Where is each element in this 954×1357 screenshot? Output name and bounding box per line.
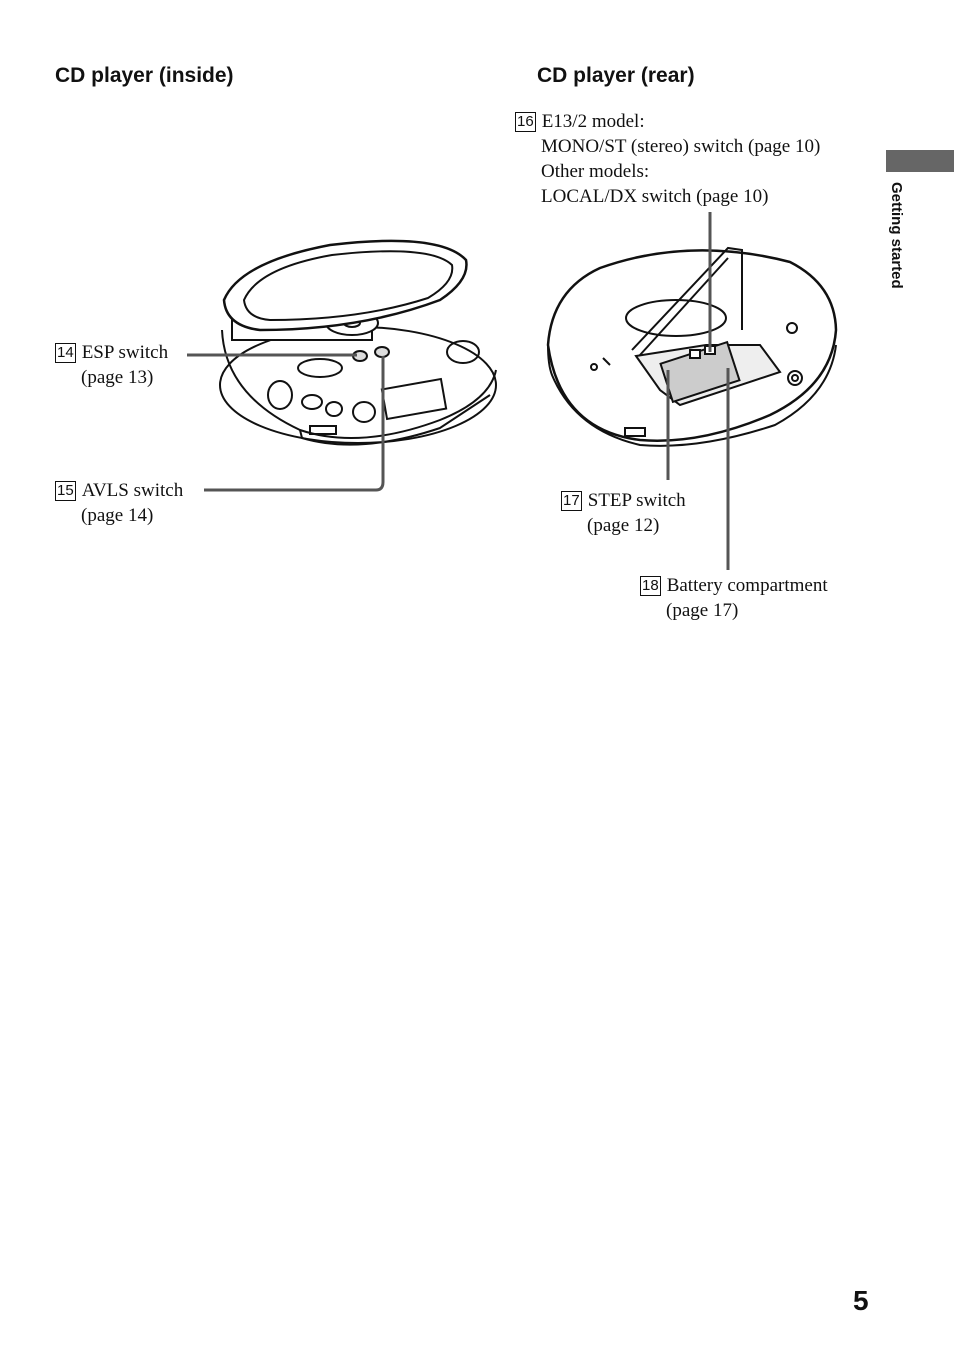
callout-page-ref: (page 12) (587, 515, 660, 536)
callout-detail: MONO/ST (stereo) switch (page 10) (541, 136, 821, 157)
page-number: 5 (853, 1285, 869, 1316)
callout-label: AVLS switch (81, 480, 184, 501)
callout-label: Battery compartment (666, 575, 828, 596)
section-tab-label: Getting started (888, 182, 905, 289)
callout-number: 17 (561, 491, 582, 511)
callout-page-ref: (page 17) (666, 600, 739, 621)
callout-label: E13/2 model: (541, 111, 645, 132)
section-title-inside: CD player (inside) (55, 64, 234, 87)
callout-detail: Other models: (541, 161, 650, 182)
callout-number: 15 (55, 481, 76, 501)
section-title-rear: CD player (rear) (537, 64, 695, 87)
cd-player-rear-illustration (546, 246, 838, 447)
section-tab-marker (886, 150, 954, 172)
callout-label: ESP switch (81, 342, 169, 363)
cd-player-inside-illustration (219, 239, 497, 446)
callout-number: 14 (55, 343, 76, 363)
callout-number: 18 (640, 576, 661, 596)
callout-page-ref: (page 13) (81, 367, 154, 388)
callout-label: STEP switch (587, 490, 686, 511)
callout-detail: LOCAL/DX switch (page 10) (541, 186, 769, 207)
callout-number: 16 (515, 112, 536, 132)
callout-page-ref: (page 14) (81, 505, 154, 526)
leader-lines (187, 212, 730, 570)
